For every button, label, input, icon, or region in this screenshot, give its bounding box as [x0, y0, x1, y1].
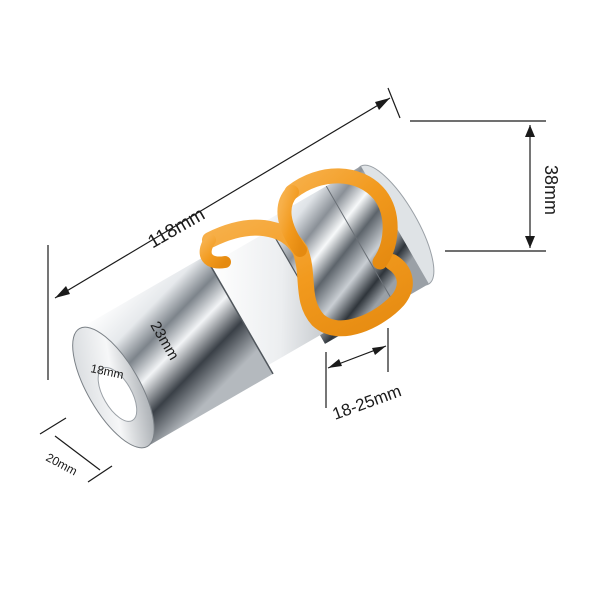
depth-label: 20mm: [44, 450, 80, 478]
hole-label: 18mm: [89, 361, 125, 382]
white-insert: [210, 229, 329, 366]
hole: [97, 367, 138, 422]
shower-slider-bracket: [72, 164, 435, 449]
range-label: 18-25mm: [330, 381, 404, 423]
depth-dimension-line: [54, 435, 101, 471]
length-dimension-line: [54, 97, 391, 299]
length-label: 118mm: [145, 204, 209, 253]
dimension-lines: [39, 87, 546, 483]
orange-ring: [199, 168, 413, 337]
height-label: 38mm: [541, 165, 561, 215]
